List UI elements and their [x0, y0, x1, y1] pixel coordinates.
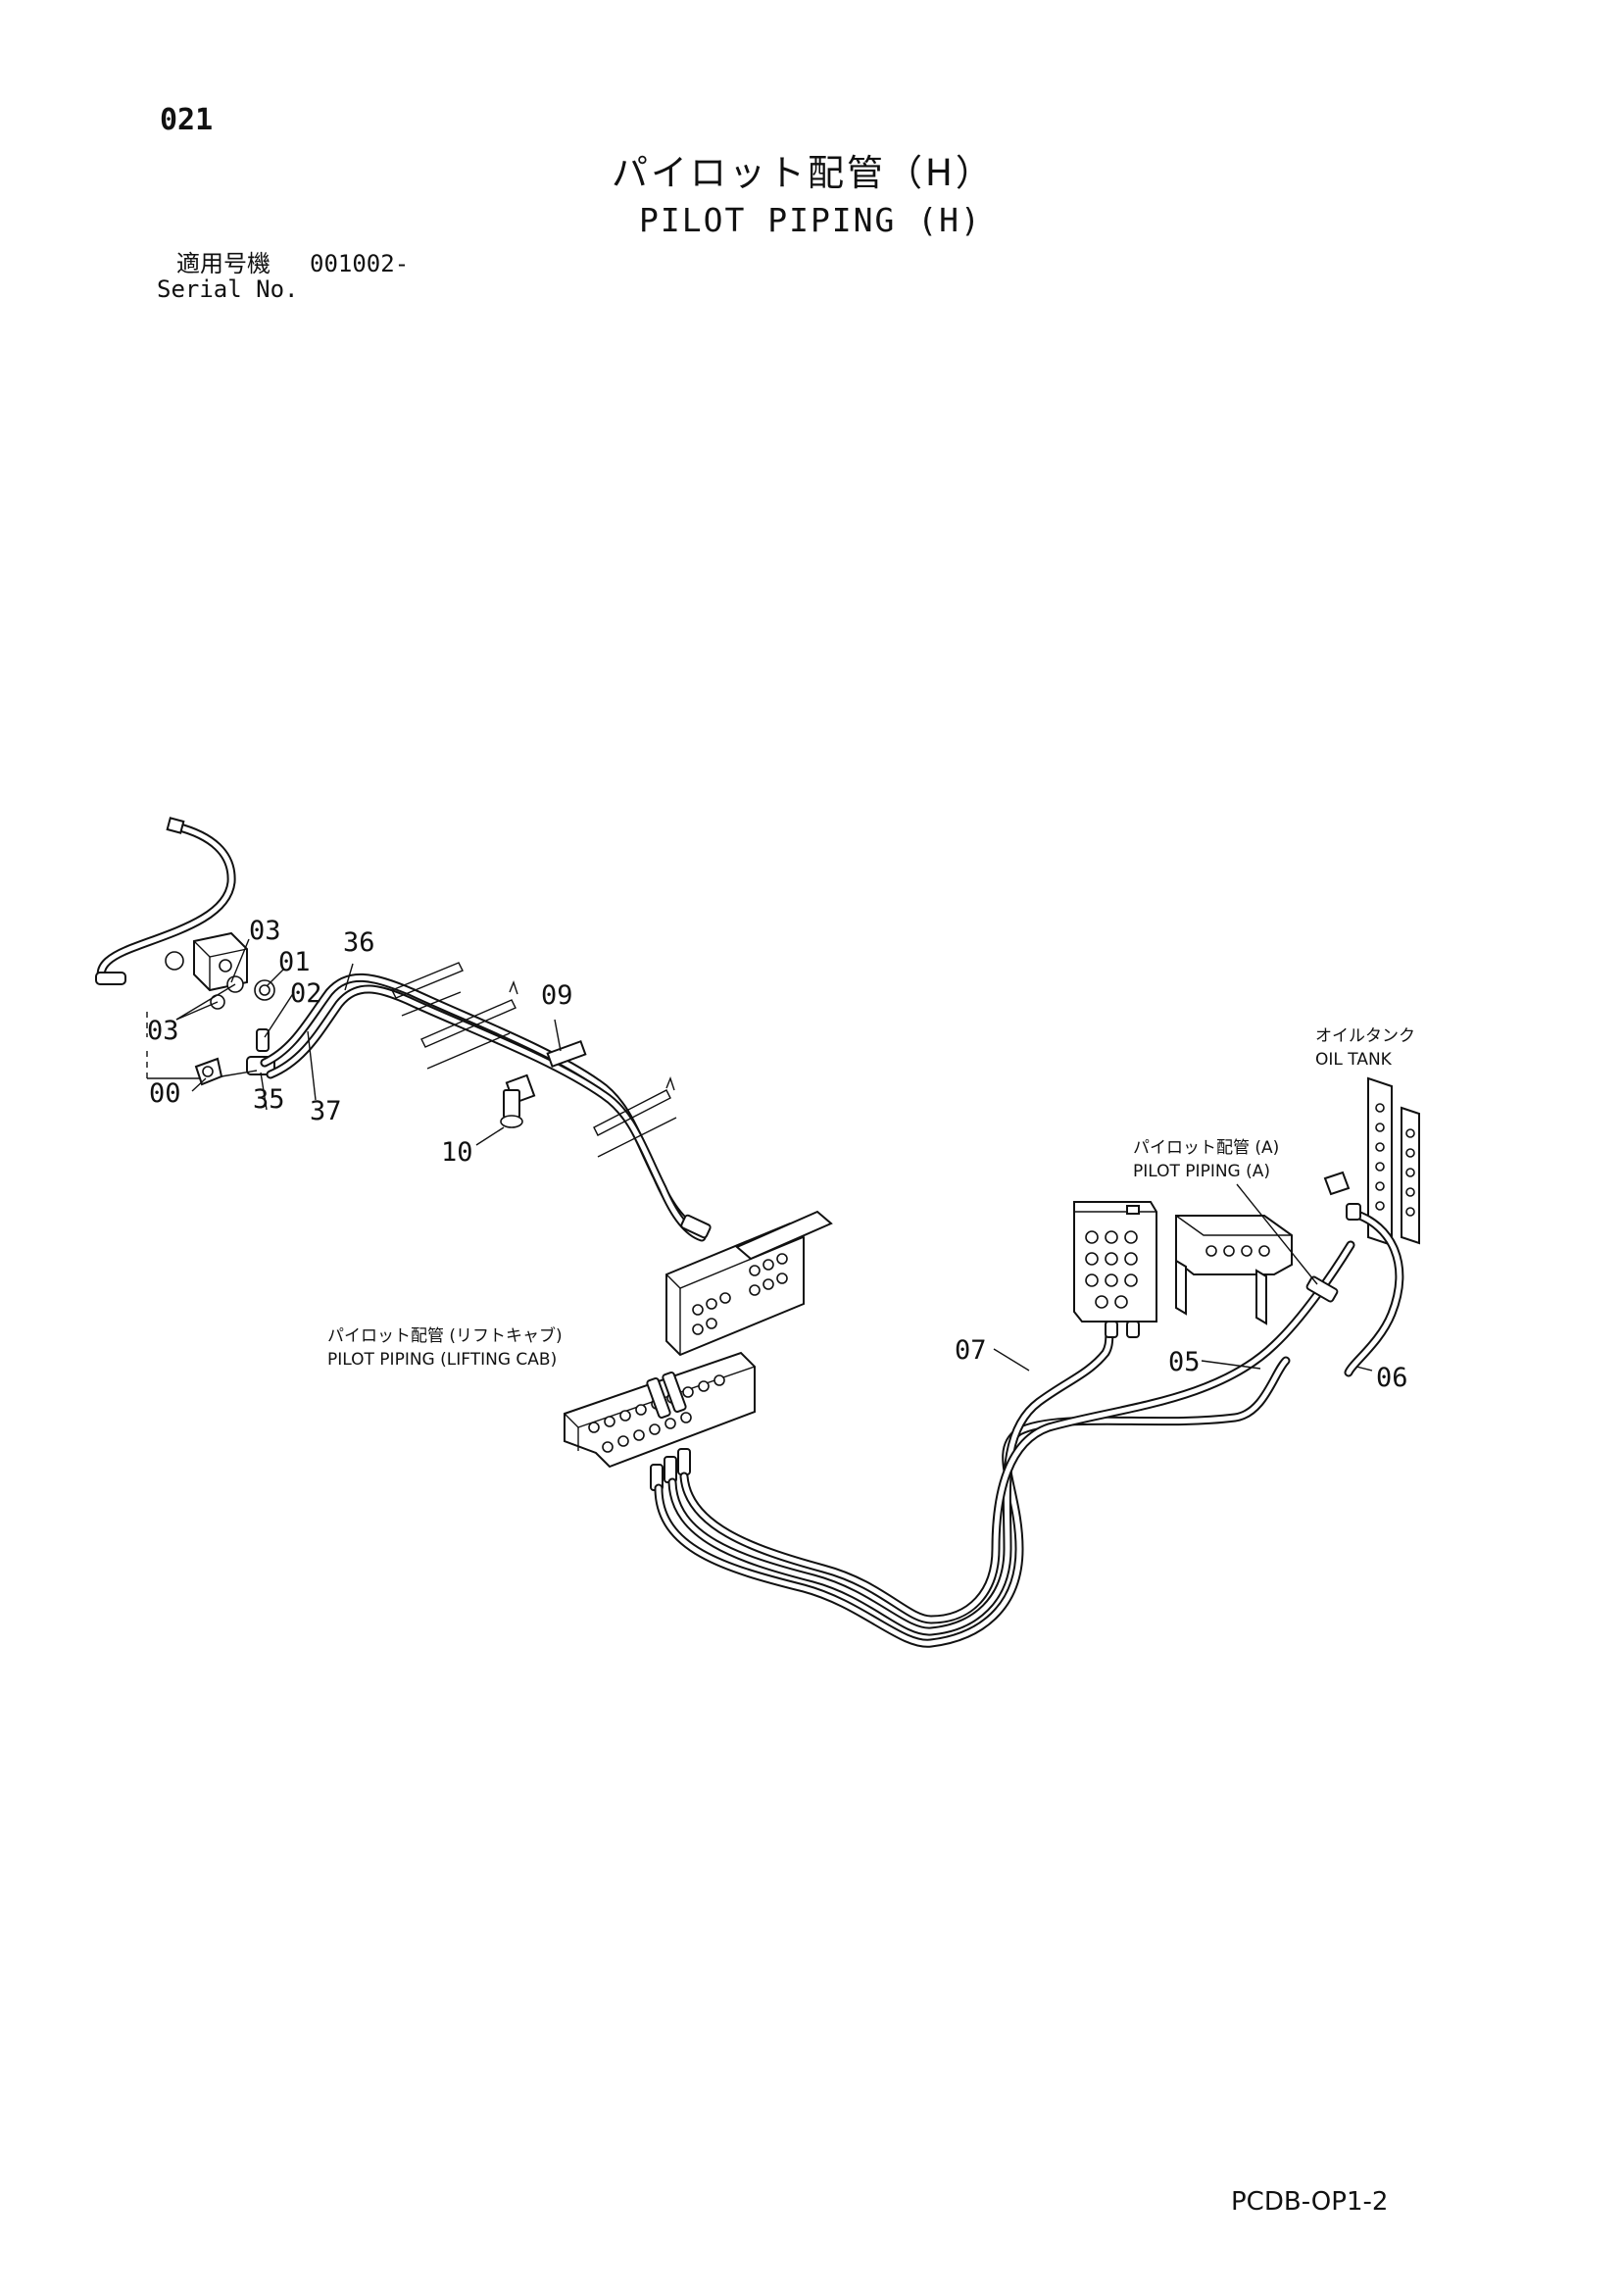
pilot-piping-a-valves — [1073, 1183, 1339, 1338]
document-code: PCDB-OP1-2 — [1231, 2187, 1389, 2217]
note-oil-tank-jp: オイルタンク — [1315, 1026, 1415, 1046]
page-title-english: PILOT PIPING (H) — [639, 201, 982, 239]
note-lifting-cab-jp: パイロット配管 (リフトキャブ) — [327, 1325, 563, 1346]
callout-36: 36 — [343, 927, 375, 958]
long-pilot-hose-loop — [654, 1240, 1355, 1648]
lifting-cab-valve-block — [564, 1210, 833, 1491]
callout-05: 05 — [1168, 1347, 1201, 1377]
callout-35: 35 — [253, 1084, 285, 1115]
callout-07: 07 — [955, 1335, 987, 1366]
callout-37: 37 — [310, 1096, 342, 1126]
callout-10: 10 — [441, 1137, 473, 1168]
callout-02: 02 — [290, 978, 322, 1009]
callout-03-left: 03 — [147, 1016, 179, 1046]
oil-tank-panel — [1323, 1076, 1420, 1377]
serial-label-japanese: 適用号機 — [176, 250, 270, 277]
serial-number-value: 001002- — [310, 250, 410, 277]
page-number: 021 — [160, 103, 214, 137]
note-lifting-cab-en: PILOT PIPING (LIFTING CAB) — [327, 1350, 557, 1370]
inlet-hose — [95, 817, 236, 985]
callout-labels: 03 01 02 36 09 03 00 35 37 10 07 05 06 — [147, 916, 1408, 1393]
note-oil-tank-en: OIL TANK — [1315, 1050, 1393, 1070]
page-title-japanese: パイロット配管（H） — [612, 152, 995, 194]
callout-03-top: 03 — [249, 916, 281, 946]
twin-pilot-hoses — [260, 963, 712, 1242]
diagram-notes: オイルタンク OIL TANK パイロット配管 (A) PILOT PIPING… — [327, 1026, 1415, 1370]
serial-label-english: Serial No. — [157, 275, 299, 303]
callout-00: 00 — [149, 1078, 181, 1109]
bolt-part-10 — [475, 1089, 523, 1146]
note-pilot-a-en: PILOT PIPING (A) — [1133, 1162, 1270, 1181]
callout-09: 09 — [541, 980, 573, 1011]
stop-valve-assembly — [146, 931, 295, 1111]
callout-06: 06 — [1376, 1363, 1408, 1393]
note-pilot-a-jp: パイロット配管 (A) — [1133, 1138, 1279, 1158]
callout-01: 01 — [278, 947, 311, 977]
